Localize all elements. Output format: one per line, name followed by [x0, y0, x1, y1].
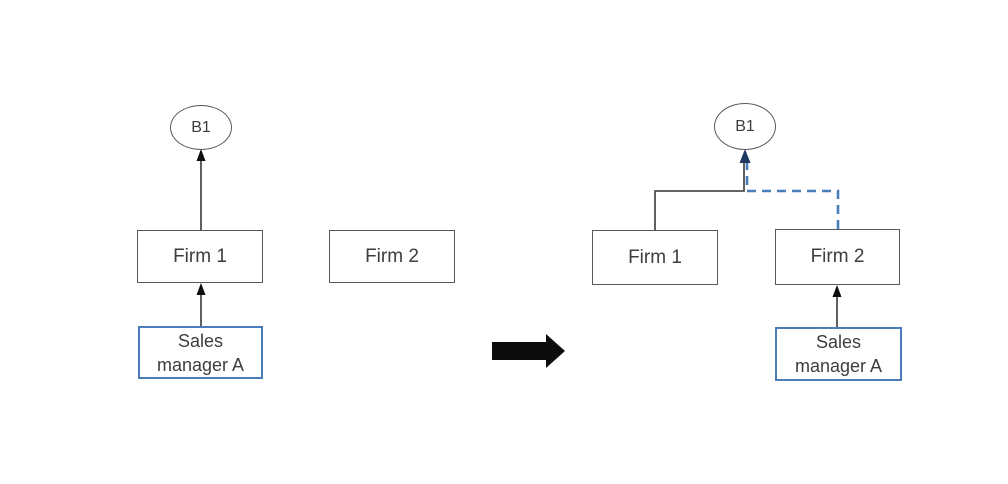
- right-sales-manager-label: Sales manager A: [794, 332, 883, 376]
- right-b1-arrowhead-icon: [739, 149, 751, 163]
- left-sales-manager-node: Sales manager A: [138, 326, 263, 379]
- right-sales-manager-node: Sales manager A: [775, 327, 902, 381]
- left-firm1-label: Firm 1: [173, 245, 227, 267]
- right-firm1-label: Firm 1: [628, 246, 682, 268]
- left-firm2-node: Firm 2: [329, 230, 455, 283]
- left-firm1-node: Firm 1: [137, 230, 263, 283]
- right-b1-node: B1: [714, 103, 776, 150]
- right-firm1-node: Firm 1: [592, 230, 718, 285]
- left-b1-label: B1: [191, 118, 211, 136]
- right-firm2-label: Firm 2: [810, 246, 865, 267]
- left-firm2-label: Firm 2: [365, 245, 419, 267]
- left-firm1-to-b1-arrowhead-icon: [196, 149, 206, 161]
- left-sales-to-firm1-arrowhead-icon: [196, 283, 206, 295]
- right-firm2-node: Firm 2: [775, 229, 900, 285]
- left-b1-node: B1: [170, 105, 232, 150]
- right-sales-to-firm2-arrowhead-icon: [832, 285, 842, 297]
- right-firm2-to-b1-dashed-connector: [745, 159, 840, 229]
- transition-right-arrow-icon: [492, 334, 565, 368]
- left-sales-manager-label: Sales manager A: [156, 330, 245, 375]
- right-b1-label: B1: [735, 117, 755, 135]
- right-firm1-to-b1-connector: [654, 158, 745, 230]
